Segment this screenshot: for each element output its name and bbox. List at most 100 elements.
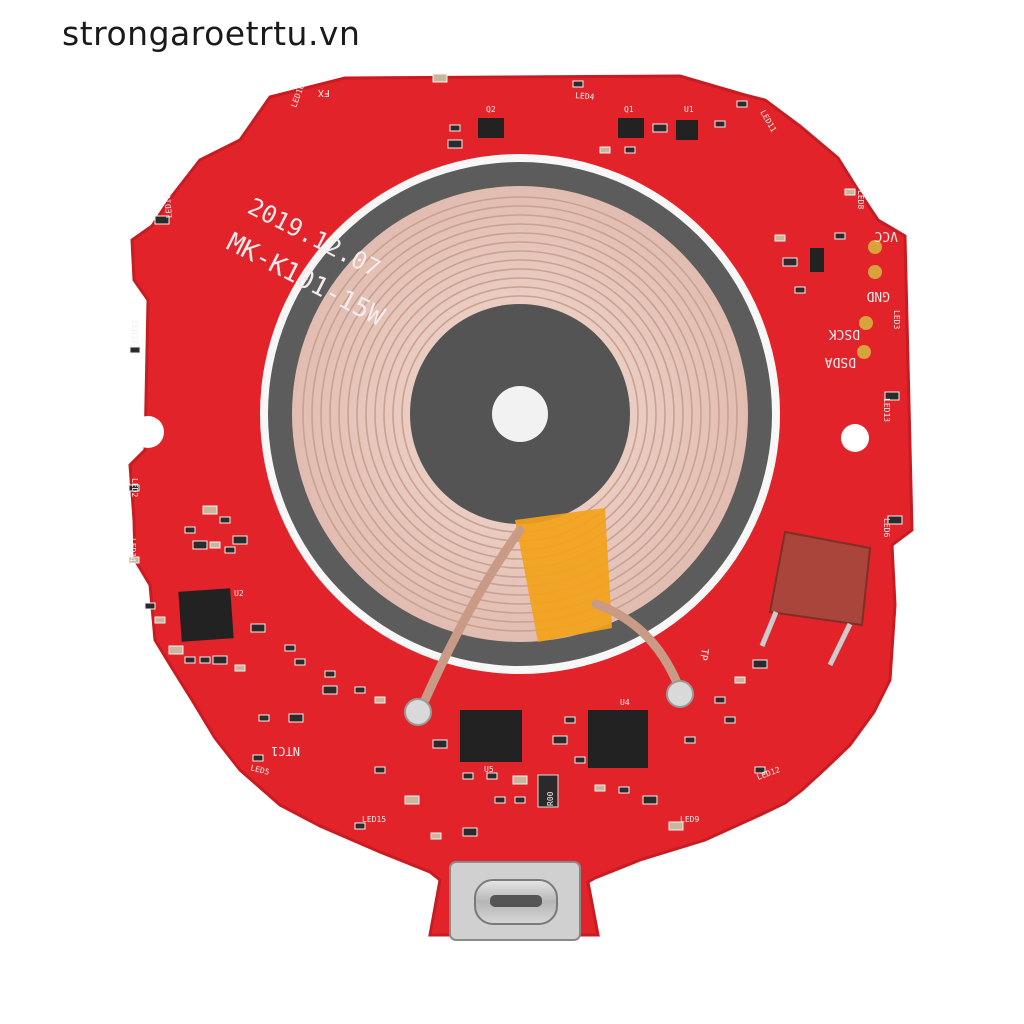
- coil-winding: [311, 205, 729, 623]
- coil-lead-left: [420, 525, 525, 705]
- smd-component: [324, 670, 336, 678]
- chip-q3: [810, 248, 824, 272]
- smd-component: [618, 786, 630, 794]
- usb-c-tongue: [490, 895, 542, 907]
- chip-q2: [478, 118, 504, 138]
- silk-dsda: DSDA: [825, 354, 856, 369]
- smd-component: [144, 602, 156, 610]
- smd-components: [128, 73, 903, 840]
- smd-component: [652, 123, 668, 133]
- coil-winding: [374, 268, 666, 560]
- smd-component: [494, 796, 506, 804]
- smd-component: [154, 616, 166, 624]
- smd-component: [128, 556, 140, 564]
- smd-component: [192, 540, 208, 550]
- smd-component: [212, 655, 228, 665]
- smd-component: [202, 505, 218, 515]
- coil-winding: [365, 259, 675, 569]
- smd-component: [724, 716, 736, 724]
- smd-component: [844, 188, 856, 196]
- smd-component: [184, 656, 196, 664]
- silk-led8: LED8: [856, 190, 865, 209]
- smd-component: [834, 232, 846, 240]
- coil-winding: [347, 241, 693, 587]
- smd-component: [887, 515, 903, 525]
- smd-component: [374, 696, 386, 704]
- smd-component: [449, 124, 461, 132]
- smd-component: [574, 756, 586, 764]
- coil-winding: [320, 214, 720, 614]
- silk-led4: LED4: [575, 91, 595, 102]
- smd-component: [232, 535, 248, 545]
- silk-led10: LED10: [163, 194, 174, 219]
- resistor-r00: [537, 774, 559, 808]
- smd-component: [154, 215, 170, 225]
- silk-fx: FX: [318, 87, 330, 98]
- silk-led9: LED9: [680, 815, 699, 824]
- smd-component: [322, 685, 338, 695]
- smd-component: [668, 821, 684, 831]
- smd-component: [224, 546, 236, 554]
- smd-component: [736, 100, 748, 108]
- smd-component: [624, 146, 636, 154]
- smd-component: [168, 645, 184, 655]
- smd-component: [288, 713, 304, 723]
- smd-component: [462, 827, 478, 837]
- pad-dsda: [857, 345, 871, 359]
- smd-component: [782, 257, 798, 267]
- smd-component: [599, 146, 611, 154]
- silk-led17: LED17: [130, 320, 139, 344]
- smd-component: [432, 73, 448, 83]
- smd-component: [128, 484, 140, 492]
- smd-component: [734, 676, 746, 684]
- mount-hole-right: [841, 424, 869, 452]
- smd-component: [430, 832, 442, 840]
- smd-component: [250, 623, 266, 633]
- silk-ntc1: NTC1: [271, 744, 300, 758]
- smd-component: [219, 516, 231, 524]
- smd-component: [512, 775, 528, 785]
- smd-component: [404, 795, 420, 805]
- smd-component: [774, 234, 786, 242]
- capacitor-leg-right: [827, 622, 853, 667]
- pad-gnd: [868, 265, 882, 279]
- coil-windings: [302, 196, 738, 632]
- silk-led3: LED3: [892, 310, 901, 329]
- chip-u1: [676, 120, 698, 140]
- smd-component: [642, 795, 658, 805]
- kapton-tape: [515, 508, 612, 642]
- smd-component: [486, 772, 498, 780]
- smd-component: [552, 735, 568, 745]
- smd-component: [354, 686, 366, 694]
- silk-led13: LED13: [882, 398, 891, 422]
- coil-winding: [329, 223, 711, 605]
- coil-winding: [338, 232, 702, 596]
- coil-winding: [356, 250, 684, 578]
- smd-component: [572, 80, 584, 88]
- silk-u5: U5: [484, 765, 494, 774]
- silk-dsck: DSCK: [829, 326, 860, 341]
- smd-component: [752, 659, 768, 669]
- smd-component: [564, 716, 576, 724]
- smd-component: [714, 696, 726, 704]
- watermark-text: strongaroetrtu.vn: [62, 14, 361, 53]
- pad-vcc: [868, 240, 882, 254]
- silk-q2: Q2: [486, 105, 496, 114]
- silk-u4: U4: [620, 698, 630, 707]
- smd-component: [284, 644, 296, 652]
- coil-winding: [383, 277, 657, 551]
- silk-q1: Q1: [624, 105, 634, 114]
- mount-hole-left: [132, 416, 164, 448]
- smd-component: [199, 656, 211, 664]
- solder-joint-right: [666, 680, 694, 708]
- chip-u2: [178, 588, 234, 642]
- smd-component: [184, 526, 196, 534]
- chip-u5: [460, 710, 522, 762]
- silk-vcc: VCC: [875, 228, 898, 243]
- coil-winding: [302, 196, 738, 632]
- smd-component: [754, 766, 766, 774]
- solder-joint-left: [404, 698, 432, 726]
- smd-component: [514, 796, 526, 804]
- chip-q1: [618, 118, 644, 138]
- coil-lead-right: [591, 599, 685, 695]
